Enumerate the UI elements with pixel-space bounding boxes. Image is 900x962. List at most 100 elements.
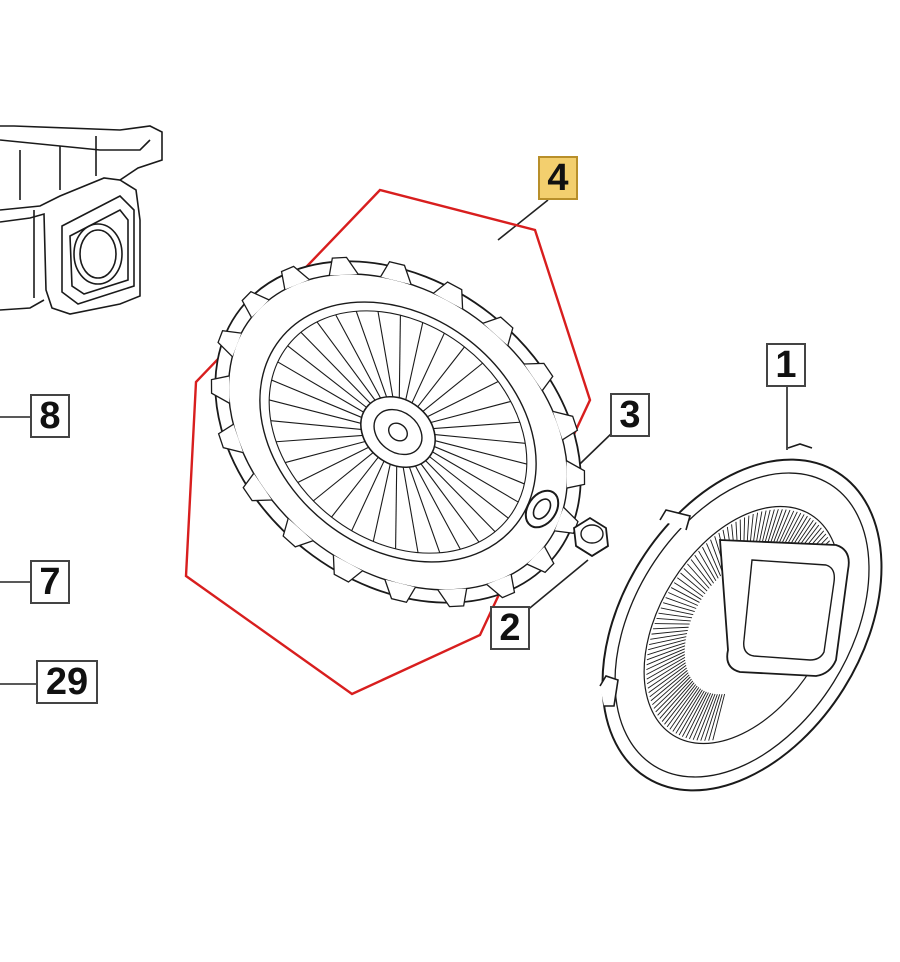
wheel-spoke (372, 464, 391, 542)
cap-ridge (665, 597, 697, 609)
callout-2: 2 (490, 606, 530, 650)
cap-ridge (648, 639, 686, 651)
wheel-spoke (269, 399, 362, 424)
wheel-spoke (312, 452, 374, 502)
leader-4 (497, 199, 549, 241)
wheel-tread (552, 410, 579, 441)
cap-ridge (694, 554, 715, 584)
cap-ridge (666, 685, 698, 728)
cap-ridge (673, 582, 702, 600)
wheel-spoke (276, 434, 363, 443)
wheel-tread (217, 423, 244, 454)
wheel-spoke (429, 456, 509, 519)
cap-ridge (659, 680, 694, 719)
cap-ridge (657, 678, 692, 716)
cap-ridge (653, 674, 690, 709)
cap-ridge (689, 693, 711, 740)
wheel-spoke (432, 451, 519, 503)
cap-ridge (646, 659, 686, 685)
wheel-spoke (434, 440, 527, 465)
wheel-tread (437, 588, 468, 608)
wheel-tread (380, 260, 412, 285)
washer-part (524, 489, 560, 529)
mower-housing (0, 125, 163, 315)
cap-ridge (668, 592, 698, 606)
callout-29: 29 (36, 660, 98, 704)
cap-ridge (706, 543, 722, 577)
cap-ridge (646, 657, 686, 680)
cap-ridge (692, 693, 714, 740)
cap-ridge (651, 629, 688, 635)
cap-ridge (712, 693, 726, 741)
wheel-spoke (277, 361, 364, 413)
leader-2 (524, 559, 589, 613)
wheel-spoke (285, 440, 366, 464)
cap-ridge (670, 587, 700, 603)
wheel-spoke (300, 331, 371, 404)
cap-ridge (708, 694, 723, 741)
cap-ridge (650, 670, 688, 702)
cap-ridge (696, 693, 716, 741)
wheel-tread (566, 460, 586, 489)
cap-ridge (672, 688, 702, 732)
wheel-spoke (408, 466, 441, 553)
cap-ridge (647, 662, 686, 689)
cap-ridge (678, 690, 705, 736)
cap-ridge (685, 692, 709, 739)
callout-7: 7 (30, 560, 70, 604)
leader-lines (0, 199, 788, 685)
wheel-spoke (398, 315, 401, 398)
wheel-part (210, 256, 586, 608)
wheel-spoke (434, 434, 526, 444)
wheel-tread (482, 316, 514, 346)
cap-ridge (649, 636, 687, 645)
wheel-spoke (433, 421, 520, 430)
cap-ridge (677, 577, 704, 598)
cap-ridge (653, 626, 689, 630)
wheel-tread (241, 290, 270, 318)
selection-outline (184, 188, 592, 696)
cap-ridge (658, 612, 693, 619)
callout-8: 8 (30, 394, 70, 438)
callout-3: 3 (610, 393, 650, 437)
wheel-spoke (331, 456, 379, 518)
wheel-spoke (351, 460, 385, 532)
wheel-tread (526, 546, 555, 574)
cap-ridge (661, 682, 695, 722)
hub-cap-part (599, 443, 883, 792)
wheel-spoke (271, 379, 362, 418)
cap-ridge (704, 694, 721, 741)
wheel-spoke (425, 460, 496, 533)
wheel-spoke (355, 311, 388, 398)
cap-ridge (647, 642, 686, 656)
wheel-spoke (377, 311, 394, 397)
cap-ridge (646, 648, 685, 666)
cap-ridge (675, 689, 703, 734)
cap-ridge (702, 546, 719, 579)
wheel-spoke (420, 463, 480, 543)
cap-ridge (663, 602, 695, 613)
wheel-tread (433, 281, 464, 309)
cap-ridge (646, 651, 685, 671)
cap-ridge (687, 563, 710, 589)
cap-ridge (655, 676, 691, 713)
wheel-spoke (287, 345, 367, 408)
cap-ridge (680, 572, 706, 595)
cap-ridge (698, 550, 717, 581)
cap-ridge (690, 559, 712, 586)
wheel-tread (486, 574, 516, 599)
wheel-spoke (422, 362, 484, 412)
wheel-spoke (434, 446, 525, 485)
wheel-tread (217, 330, 242, 358)
cap-ridge (683, 568, 708, 592)
cap-ridge (660, 607, 694, 616)
cap-ridge (654, 623, 690, 625)
wheel-spoke (414, 465, 461, 550)
wheel-tread (280, 265, 310, 290)
wheel-tread (282, 518, 314, 548)
cap-ridge (681, 691, 707, 737)
wheel-spoke (405, 322, 424, 400)
wheel-spoke (270, 420, 362, 430)
